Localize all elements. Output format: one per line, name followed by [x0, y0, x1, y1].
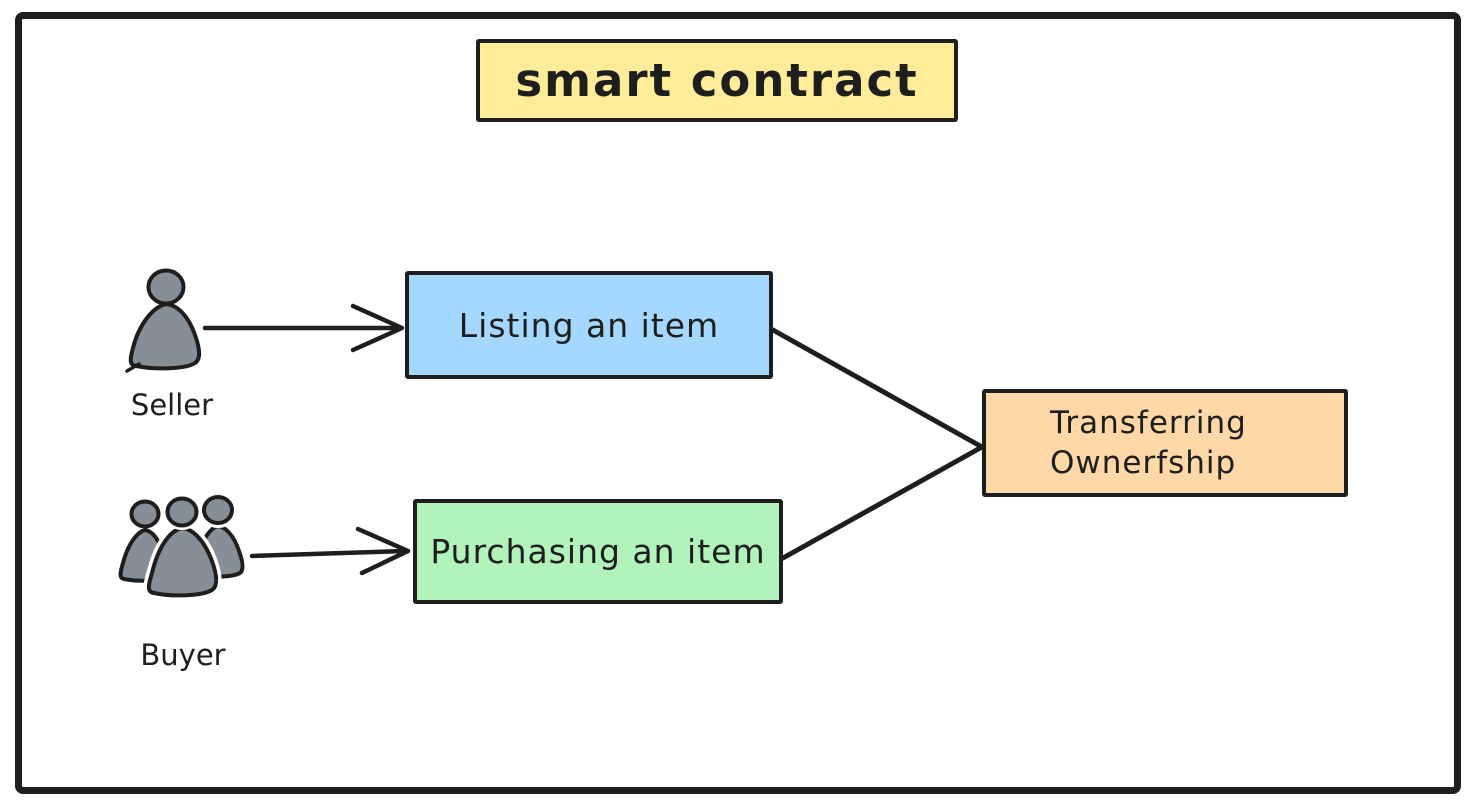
listing-label: Listing an item — [458, 305, 720, 345]
transferring-label-line-1: Transferring — [1050, 405, 1247, 441]
seller-label: Seller — [130, 388, 214, 422]
seller-person-icon — [125, 268, 202, 373]
listing-box: Listing an item — [405, 271, 773, 379]
transferring-box: Transferring Ownerfship — [982, 389, 1348, 497]
title-label: smart contract — [515, 54, 919, 107]
purchasing-box: Purchasing an item — [413, 499, 783, 604]
transferring-label-line-2: Ownerfship — [1050, 445, 1237, 481]
outer-frame — [15, 12, 1461, 794]
buyer-label: Buyer — [140, 638, 226, 672]
title-box: smart contract — [476, 39, 958, 122]
buyer-people-group-icon — [118, 492, 248, 601]
purchasing-label: Purchasing an item — [430, 532, 766, 571]
